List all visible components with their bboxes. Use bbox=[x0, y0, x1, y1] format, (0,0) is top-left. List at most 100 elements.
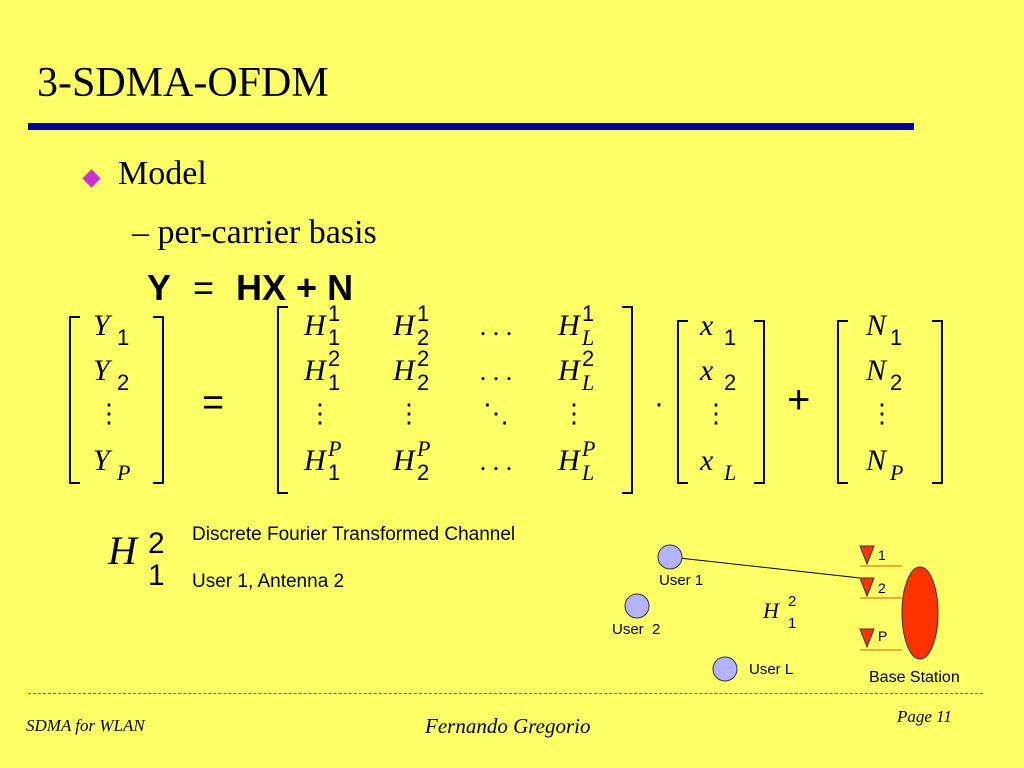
footer-right: Page 11 bbox=[897, 707, 952, 726]
h-entry-0-3-sup: 1 bbox=[582, 305, 594, 326]
footer-center: Fernando Gregorio bbox=[425, 714, 591, 738]
x-right-bracket bbox=[754, 320, 765, 484]
diamond-bullet-icon bbox=[82, 169, 101, 188]
n-left-bracket bbox=[837, 320, 848, 484]
n-entry-1-sub: 2 bbox=[890, 370, 902, 395]
h-entry-3-1-sub: 2 bbox=[417, 460, 429, 485]
h-entry-0-3: H bbox=[557, 309, 582, 342]
h-entry-1-3-sub: L bbox=[581, 370, 594, 395]
base-station-label: Base Station bbox=[869, 669, 960, 686]
h-left-bracket bbox=[277, 306, 288, 494]
h-entry-1-3: H bbox=[557, 354, 582, 387]
y-entry-3: Y bbox=[93, 444, 113, 477]
user-l-label: User L bbox=[749, 661, 793, 678]
h-entry-3-0: H bbox=[303, 444, 328, 477]
h-right-bracket bbox=[622, 306, 633, 494]
n-entry-3-sub: P bbox=[889, 460, 903, 485]
y-entry-2: ⋮ bbox=[96, 399, 122, 428]
n-entry-0: N bbox=[865, 309, 888, 342]
h-entry-0-0-sub: 1 bbox=[328, 325, 340, 350]
n-right-bracket bbox=[932, 320, 943, 484]
y-right-bracket bbox=[153, 316, 164, 484]
y-left-bracket bbox=[69, 316, 80, 484]
h-entry-3-0-sub: 1 bbox=[328, 460, 340, 485]
slide-title: 3-SDMA-OFDM bbox=[37, 60, 329, 106]
y-entry-0: Y bbox=[93, 309, 113, 342]
n-entry-3: N bbox=[865, 444, 888, 477]
channel-symbol-base: H bbox=[108, 528, 137, 573]
h-entry-0-1-sup: 1 bbox=[417, 305, 429, 326]
h-entry-3-1: H bbox=[392, 444, 417, 477]
channel-symbol-sub: 1 bbox=[148, 559, 165, 592]
subbullet-per-carrier: – per-carrier basis bbox=[132, 214, 377, 251]
footer-rule bbox=[28, 693, 983, 694]
link-symbol-sup: 2 bbox=[788, 593, 796, 610]
base-station-icon bbox=[901, 566, 939, 660]
x-entry-0-sub: 1 bbox=[724, 325, 736, 350]
h-entry-3-3: H bbox=[557, 444, 582, 477]
h-entry-0-3-sub: L bbox=[581, 325, 594, 350]
h-entry-2-0: ⋮ bbox=[307, 399, 333, 428]
y-entry-3-sub: P bbox=[116, 460, 130, 485]
antenna-1-icon bbox=[859, 545, 902, 567]
y-entry-1-sub: 2 bbox=[117, 370, 129, 395]
h-entry-2-2: ⋱ bbox=[483, 399, 509, 428]
h-entry-0-0: H bbox=[303, 309, 328, 342]
h-entry-2-3: ⋮ bbox=[561, 399, 587, 428]
user-l-icon bbox=[712, 656, 738, 682]
sdma-diagram: User 1 User 2 User L H 2 1 1 2 P Base St… bbox=[612, 544, 960, 686]
channel-description: Discrete Fourier Transformed Channel bbox=[192, 524, 516, 545]
user-1-icon bbox=[657, 544, 683, 570]
channel-symbol: H 2 1 bbox=[108, 527, 165, 592]
matrix-equals: = bbox=[202, 382, 224, 424]
h-entry-0-1-sub: 2 bbox=[417, 325, 429, 350]
link-symbol-sub: 1 bbox=[788, 615, 796, 632]
x-entry-1: x bbox=[699, 354, 714, 387]
x-entry-0: x bbox=[699, 309, 714, 342]
h-entry-1-1-sup: 2 bbox=[417, 346, 429, 371]
user-1-label: User 1 bbox=[659, 572, 703, 589]
h-entry-3-3-sup: P bbox=[581, 436, 595, 461]
equation-equals: = bbox=[193, 267, 215, 308]
antenna-2-label: 2 bbox=[878, 580, 886, 596]
equation-lhs: Y bbox=[147, 267, 172, 308]
link-symbol: H bbox=[762, 598, 780, 623]
channel-user-antenna: User 1, Antenna 2 bbox=[192, 571, 345, 592]
antenna-2-icon bbox=[859, 577, 902, 599]
h-entry-0-0-sup: 1 bbox=[328, 305, 340, 326]
x-entry-2: ⋮ bbox=[703, 399, 729, 428]
compact-equation: Y = HX + N bbox=[147, 267, 353, 309]
h-entry-1-1: H bbox=[392, 354, 417, 387]
channel-symbol-sup: 2 bbox=[148, 527, 165, 560]
h-entry-0-2: . . . bbox=[480, 312, 513, 341]
h-entry-1-2: . . . bbox=[480, 357, 513, 386]
user-2-label: User 2 bbox=[612, 621, 660, 638]
matrix-dot: · bbox=[654, 387, 664, 420]
y-entry-1: Y bbox=[93, 354, 113, 387]
x-left-bracket bbox=[677, 320, 688, 484]
h-entry-3-1-sup: P bbox=[416, 436, 430, 461]
h-entry-1-1-sub: 2 bbox=[417, 370, 429, 395]
h-entry-1-3-sup: 2 bbox=[582, 346, 594, 371]
matrix-plus: + bbox=[787, 378, 810, 422]
antenna-p-icon bbox=[859, 628, 902, 651]
n-entry-0-sub: 1 bbox=[890, 325, 902, 350]
h-entry-1-0: H bbox=[303, 354, 328, 387]
h-entry-0-1: H bbox=[392, 309, 417, 342]
h-entry-3-2: . . . bbox=[480, 447, 513, 476]
h-entry-1-0-sub: 1 bbox=[328, 370, 340, 395]
title-underline bbox=[28, 123, 914, 130]
h-entry-3-0-sup: P bbox=[327, 436, 341, 461]
h-entry-2-1: ⋮ bbox=[396, 399, 422, 428]
y-entry-0-sub: 1 bbox=[117, 325, 129, 350]
n-entry-2: ⋮ bbox=[869, 399, 895, 428]
antenna-p-label: P bbox=[878, 628, 887, 644]
x-entry-3-sub: L bbox=[723, 460, 736, 485]
h-entry-1-0-sup: 2 bbox=[328, 346, 340, 371]
equation-rhs: HX + N bbox=[236, 267, 354, 308]
user-2-icon bbox=[624, 593, 650, 619]
h-entry-3-3-sub: L bbox=[581, 460, 594, 485]
footer-left: SDMA for WLAN bbox=[26, 716, 145, 735]
x-entry-3: x bbox=[699, 444, 714, 477]
